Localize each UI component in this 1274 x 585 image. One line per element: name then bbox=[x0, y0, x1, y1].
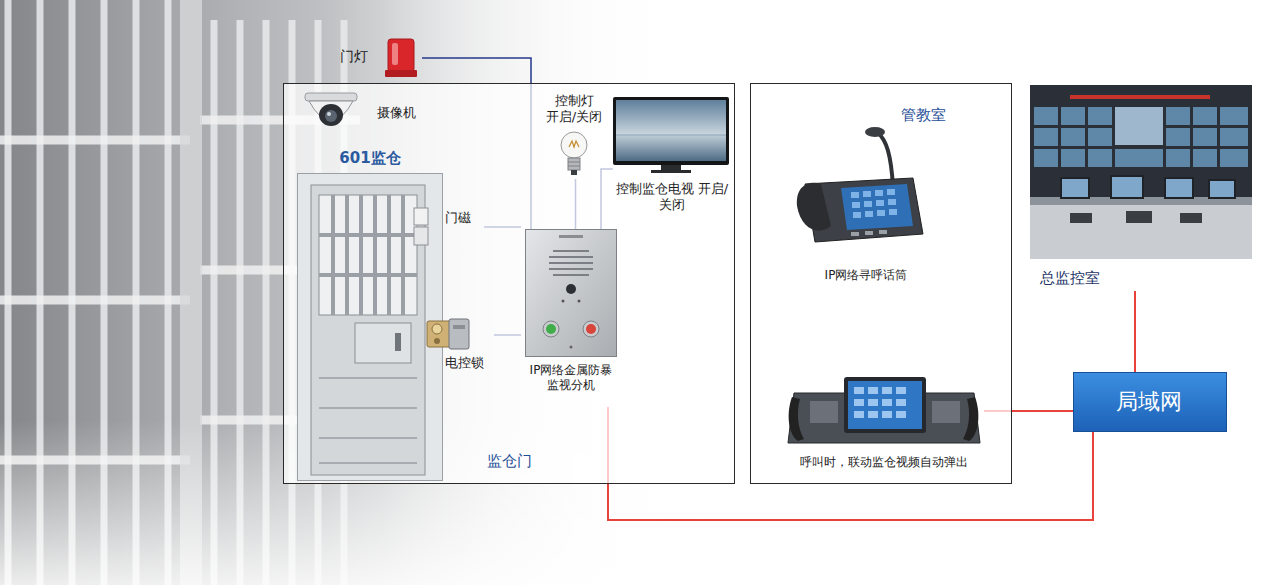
text-holder: 总监控室 bbox=[1040, 269, 1160, 288]
text-holder: IP网络寻呼话筒 bbox=[791, 268, 941, 283]
light-bulb-icon bbox=[556, 129, 592, 179]
node-label: 摄像机 bbox=[377, 105, 427, 121]
intercom-panel-icon bbox=[525, 229, 617, 357]
door-sensor-icon bbox=[413, 206, 431, 248]
camera: 摄像机 bbox=[299, 89, 430, 141]
text-holder: 门磁 bbox=[445, 210, 481, 226]
node-label: 电控锁 bbox=[445, 355, 491, 371]
electric-lock: 电控锁 bbox=[423, 317, 494, 377]
monitoring-center: 总监控室 bbox=[1030, 85, 1252, 291]
door-sensor: 门磁 bbox=[411, 206, 484, 248]
node-label: IP网络金属防暴监视分机 bbox=[525, 363, 617, 393]
text-holder: 管教室 bbox=[901, 106, 981, 125]
text-holder: 呼叫时，联动监仓视频自动弹出 bbox=[786, 455, 981, 470]
intercom-terminal: IP网络金属防暴监视分机 bbox=[521, 229, 621, 407]
tv-icon bbox=[613, 97, 729, 175]
paging-phone-icon bbox=[791, 126, 927, 246]
text-holder: 控制灯 开启/关闭 bbox=[539, 93, 609, 126]
text-holder: IP网络金属防暴监视分机 bbox=[525, 363, 617, 393]
node-label: 控制灯 开启/关闭 bbox=[539, 93, 609, 126]
text-holder: 门灯 bbox=[340, 48, 380, 66]
cell-region: 监仓门 摄像机 601监仓门磁电控锁 IP网络金属防暴监视分机控制灯 开启/关闭控制监… bbox=[283, 83, 735, 484]
text-holder: 摄像机 bbox=[377, 105, 427, 121]
dome-camera-icon bbox=[299, 89, 363, 141]
node-label: IP网络寻呼话筒 bbox=[791, 268, 941, 283]
door-lamp: 门灯 bbox=[338, 36, 422, 80]
light-control: 控制灯 开启/关闭 bbox=[539, 93, 612, 179]
text-holder: 601监仓 bbox=[297, 149, 443, 168]
door-lamp-icon bbox=[382, 36, 422, 80]
text-holder: 控制监仓电视 开启/关闭 bbox=[613, 181, 731, 214]
node-label: 门磁 bbox=[445, 210, 481, 226]
node-label: 局域网 bbox=[1074, 388, 1224, 416]
node-label: 呼叫时，联动监仓视频自动弹出 bbox=[786, 455, 981, 470]
node-label: 管教室 bbox=[901, 106, 981, 125]
text-holder: 监仓门 bbox=[454, 452, 564, 471]
text-holder: 局域网 bbox=[1074, 388, 1224, 416]
dispatch-console: 呼叫时，联动监仓视频自动弹出 bbox=[786, 373, 984, 477]
paging-microphone: IP网络寻呼话筒 bbox=[791, 126, 944, 291]
lan-box: 局域网 bbox=[1073, 372, 1227, 432]
node-label: 控制监仓电视 开启/关闭 bbox=[613, 181, 731, 214]
node-label: 监仓门 bbox=[454, 452, 564, 471]
node-label: 601监仓 bbox=[297, 149, 443, 168]
connector-line bbox=[1134, 291, 1136, 372]
electric-lock-icon bbox=[423, 317, 473, 351]
dispatch-console-icon bbox=[786, 373, 981, 447]
cell-door: 601监仓 bbox=[297, 147, 446, 481]
tv-control: 控制监仓电视 开启/关闭 bbox=[613, 97, 734, 225]
node-label: 总监控室 bbox=[1040, 269, 1160, 288]
text-holder: 电控锁 bbox=[445, 355, 491, 371]
node-label: 门灯 bbox=[340, 48, 380, 66]
monitoring-room-photo bbox=[1030, 85, 1252, 259]
guard-room: 管教室 IP网络寻呼话筒呼叫时，联动监仓视频自动弹出 bbox=[750, 83, 1012, 484]
